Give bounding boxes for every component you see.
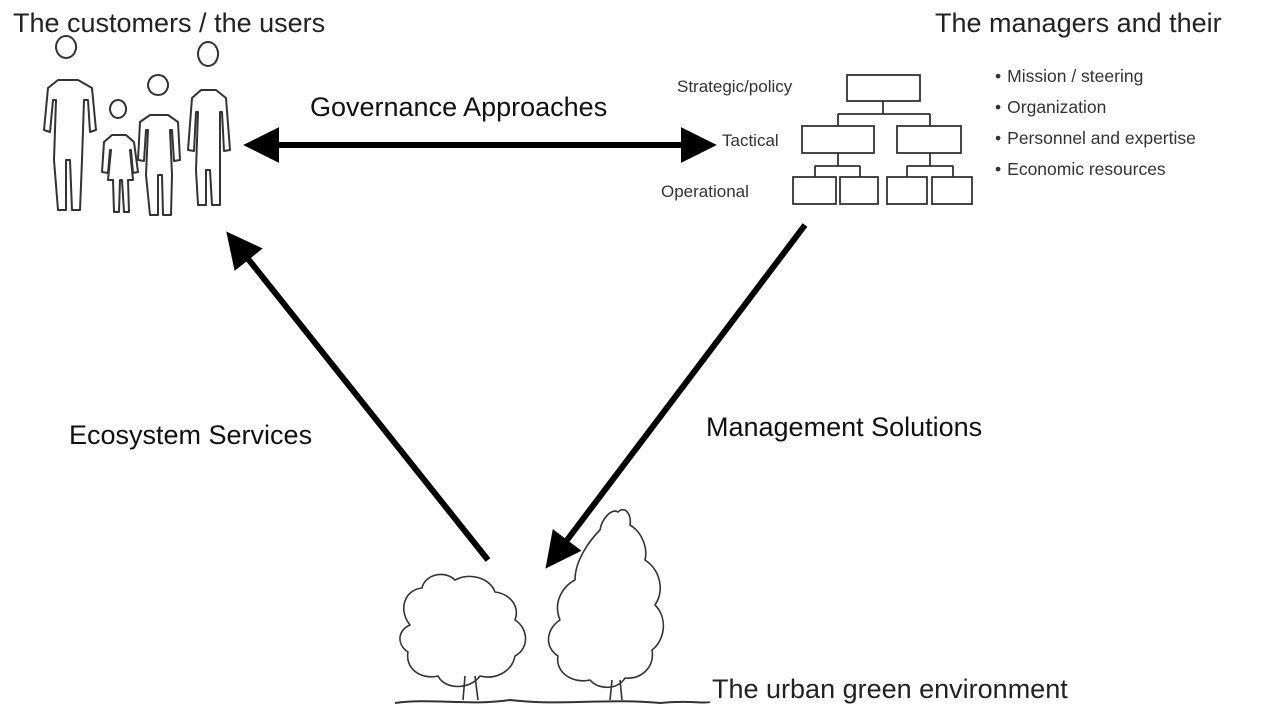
list-item: Mission / steering bbox=[995, 61, 1196, 92]
org-box-operational-1 bbox=[792, 176, 837, 205]
org-box-operational-4 bbox=[931, 176, 973, 205]
org-chart-icon bbox=[792, 74, 973, 205]
customers-heading: The customers / the users bbox=[13, 8, 326, 38]
org-level-operational: Operational bbox=[661, 182, 749, 201]
org-box-tactical-left bbox=[801, 125, 875, 154]
people-silhouettes-icon bbox=[43, 35, 231, 216]
org-box-strategic bbox=[846, 74, 921, 102]
org-box-operational-2 bbox=[839, 176, 879, 205]
org-box-operational-3 bbox=[886, 176, 928, 205]
org-level-strategic: Strategic/policy bbox=[677, 77, 793, 96]
governance-label: Governance Approaches bbox=[310, 92, 608, 122]
trees-icon bbox=[394, 508, 711, 704]
management-arrow bbox=[545, 223, 808, 569]
list-item: Personnel and expertise bbox=[995, 123, 1196, 154]
managers-heading: The managers and their bbox=[935, 8, 1222, 38]
manager-aspects-list: Mission / steering Organization Personne… bbox=[995, 61, 1196, 185]
ecosystem-arrow bbox=[226, 231, 491, 562]
list-item: Organization bbox=[995, 92, 1196, 123]
ecosystem-label: Ecosystem Services bbox=[69, 420, 313, 450]
management-label: Management Solutions bbox=[706, 412, 983, 442]
org-box-tactical-right bbox=[896, 125, 962, 154]
environment-heading: The urban green environment bbox=[712, 674, 1068, 704]
org-level-tactical: Tactical bbox=[722, 131, 779, 150]
list-item: Economic resources bbox=[995, 154, 1196, 185]
